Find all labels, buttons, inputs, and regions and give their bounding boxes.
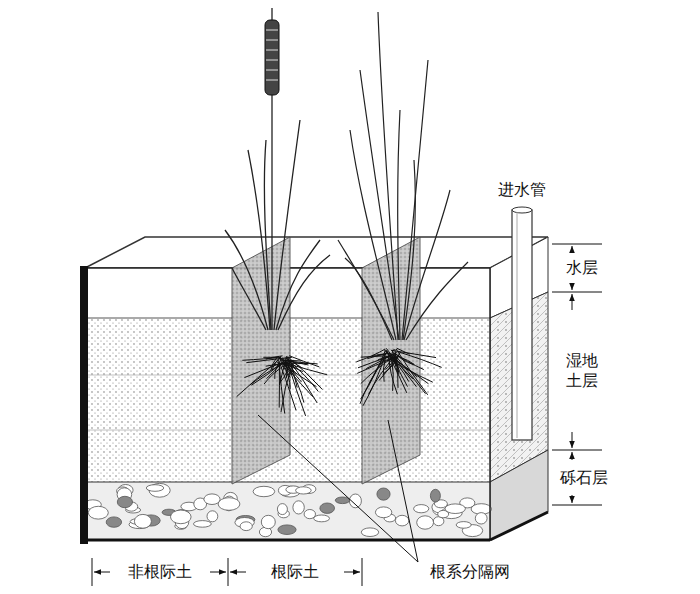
root [356,349,385,362]
root [250,361,288,385]
root [391,350,425,394]
root [286,363,304,403]
gravel-stone [106,517,121,527]
layer-label: 水层 [564,258,600,278]
root [237,360,279,397]
gravel-stone [375,507,391,518]
gravel-stone [430,489,440,502]
gravel-stone [146,485,163,492]
gravel-stone [414,505,429,513]
gravel-stone [117,496,132,507]
layer-label: 砾石层 [558,468,610,488]
gravel-stone [296,487,312,494]
gravel-stone [194,521,212,528]
net-label: 根系分隔网 [428,562,512,582]
gravel-stone [88,506,108,519]
gravel-stone [134,514,151,528]
gravel-stone [253,486,275,496]
gravel-stone [261,515,275,528]
gravel-stone [278,525,296,535]
gravel-stone [277,504,287,515]
root [386,353,396,370]
gravel-stone [475,513,487,524]
root [363,354,385,406]
pipe-label: 进水管 [496,180,548,200]
root [288,364,306,416]
root [377,353,391,355]
gravel-stone [417,516,434,529]
root [384,353,400,374]
gravel-stone [207,511,218,522]
gravel-stone [293,501,304,514]
root [290,365,327,375]
gravel-stone [218,498,240,511]
gravel-stone [335,497,349,504]
root [389,349,394,364]
gravel-stone [445,504,465,514]
gravel-stone [204,494,220,505]
root [263,357,277,358]
root [279,364,280,408]
gravel-stone [377,488,390,500]
gravel-stone [320,503,335,513]
zone-label: 根际土 [269,562,321,582]
gravel-stone [361,528,378,537]
layer-label: 湿地 土层 [562,351,603,391]
root [395,353,424,369]
gravel-stone [171,510,192,524]
gravel-stone [314,515,330,522]
gravel-stone [240,522,252,531]
gravel-stone [456,522,471,529]
root [393,353,417,387]
zone-label: 非根际土 [126,562,194,582]
gravel-stone [395,515,408,526]
